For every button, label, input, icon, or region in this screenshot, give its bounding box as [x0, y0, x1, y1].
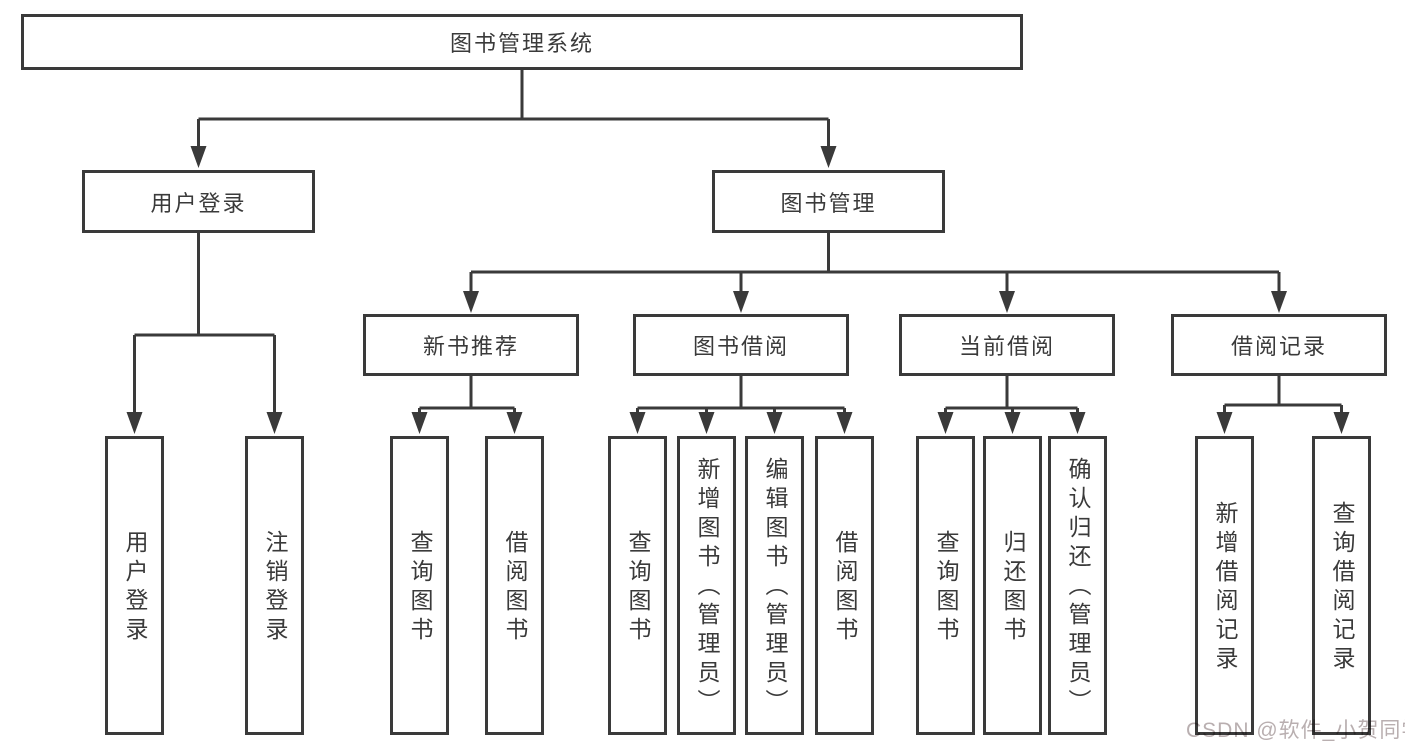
- connector-root-to-level2: [190, 70, 837, 168]
- arrowhead: [463, 291, 479, 313]
- node-borrowing-records: 借阅记录: [1171, 314, 1387, 376]
- connector-new-book-to-leaves: [411, 376, 523, 434]
- node-root-label: 图书管理系统: [449, 31, 594, 56]
- arrowhead: [1271, 291, 1287, 313]
- node-book-borrowing: 图书借阅: [633, 314, 849, 376]
- leaf-query-books-3: 查询图书: [916, 436, 975, 735]
- leaf-logout: 注销登录: [245, 436, 304, 735]
- leaf-query-borrow-record: 查询借阅记录: [1312, 436, 1371, 735]
- arrowhead: [629, 412, 646, 434]
- connector-book-borrow-to-leaves: [629, 376, 853, 434]
- leaf-borrow-books-1-label: 借阅图书: [502, 529, 528, 646]
- leaf-user-login: 用户登录: [105, 436, 164, 735]
- leaf-query-books-1: 查询图书: [390, 436, 449, 735]
- leaf-add-books-admin-label: 新增图书（管理员）: [694, 457, 720, 718]
- leaf-add-borrow-record-label: 新增借阅记录: [1212, 500, 1238, 675]
- node-current-borrowing-label: 当前借阅: [958, 334, 1055, 359]
- arrowhead: [733, 291, 749, 313]
- leaf-query-books-2: 查询图书: [608, 436, 667, 735]
- arrowhead: [506, 412, 523, 434]
- node-root-system: 图书管理系统: [21, 14, 1023, 70]
- node-book-borrowing-label: 图书借阅: [692, 334, 789, 359]
- leaf-query-borrow-record-label: 查询借阅记录: [1329, 500, 1355, 675]
- leaf-borrow-books-2: 借阅图书: [815, 436, 874, 735]
- arrowhead: [1216, 412, 1233, 434]
- leaf-confirm-return-admin-label: 确认归还（管理员）: [1065, 457, 1091, 718]
- connector-borrow-record-to-leaves: [1216, 376, 1350, 434]
- connector-user-login-to-leaves: [126, 233, 283, 434]
- leaf-query-books-2-label: 查询图书: [625, 529, 651, 646]
- leaf-return-books-label: 归还图书: [1000, 529, 1026, 646]
- arrowhead: [266, 412, 283, 434]
- node-current-borrowing: 当前借阅: [899, 314, 1115, 376]
- leaf-query-books-3-label: 查询图书: [933, 529, 959, 646]
- node-borrowing-records-label: 借阅记录: [1230, 334, 1327, 359]
- leaf-user-login-label: 用户登录: [122, 529, 148, 646]
- connector-book-mgmt-to-level3: [463, 233, 1287, 313]
- leaf-edit-books-admin: 编辑图书（管理员）: [745, 436, 804, 735]
- arrowhead: [126, 412, 143, 434]
- arrowhead: [698, 412, 715, 434]
- arrowhead: [1069, 412, 1086, 434]
- node-new-book-recommend-label: 新书推荐: [422, 334, 519, 359]
- arrowhead: [820, 146, 837, 168]
- leaf-return-books: 归还图书: [983, 436, 1042, 735]
- arrowhead: [190, 146, 207, 168]
- leaf-logout-label: 注销登录: [262, 529, 288, 646]
- leaf-edit-books-admin-label: 编辑图书（管理员）: [762, 457, 788, 718]
- leaf-query-books-1-label: 查询图书: [407, 529, 433, 646]
- leaf-borrow-books-1: 借阅图书: [485, 436, 544, 735]
- csdn-watermark: CSDN @软件_小贺同学: [1186, 719, 1405, 742]
- node-user-login-label: 用户登录: [150, 190, 247, 216]
- arrowhead: [836, 412, 853, 434]
- arrowhead: [1333, 412, 1350, 434]
- connector-current-borrow-to-leaves: [937, 376, 1086, 434]
- node-user-login: 用户登录: [82, 170, 315, 233]
- node-new-book-recommend: 新书推荐: [363, 314, 579, 376]
- node-book-management-label: 图书管理: [780, 190, 877, 216]
- leaf-add-borrow-record: 新增借阅记录: [1195, 436, 1254, 735]
- leaf-borrow-books-2-label: 借阅图书: [832, 529, 858, 646]
- leaf-confirm-return-admin: 确认归还（管理员）: [1048, 436, 1107, 735]
- arrowhead: [999, 291, 1015, 313]
- node-book-management: 图书管理: [712, 170, 945, 233]
- arrowhead: [411, 412, 428, 434]
- leaf-add-books-admin: 新增图书（管理员）: [677, 436, 736, 735]
- arrowhead: [766, 412, 783, 434]
- arrowhead: [1004, 412, 1021, 434]
- arrowhead: [937, 412, 954, 434]
